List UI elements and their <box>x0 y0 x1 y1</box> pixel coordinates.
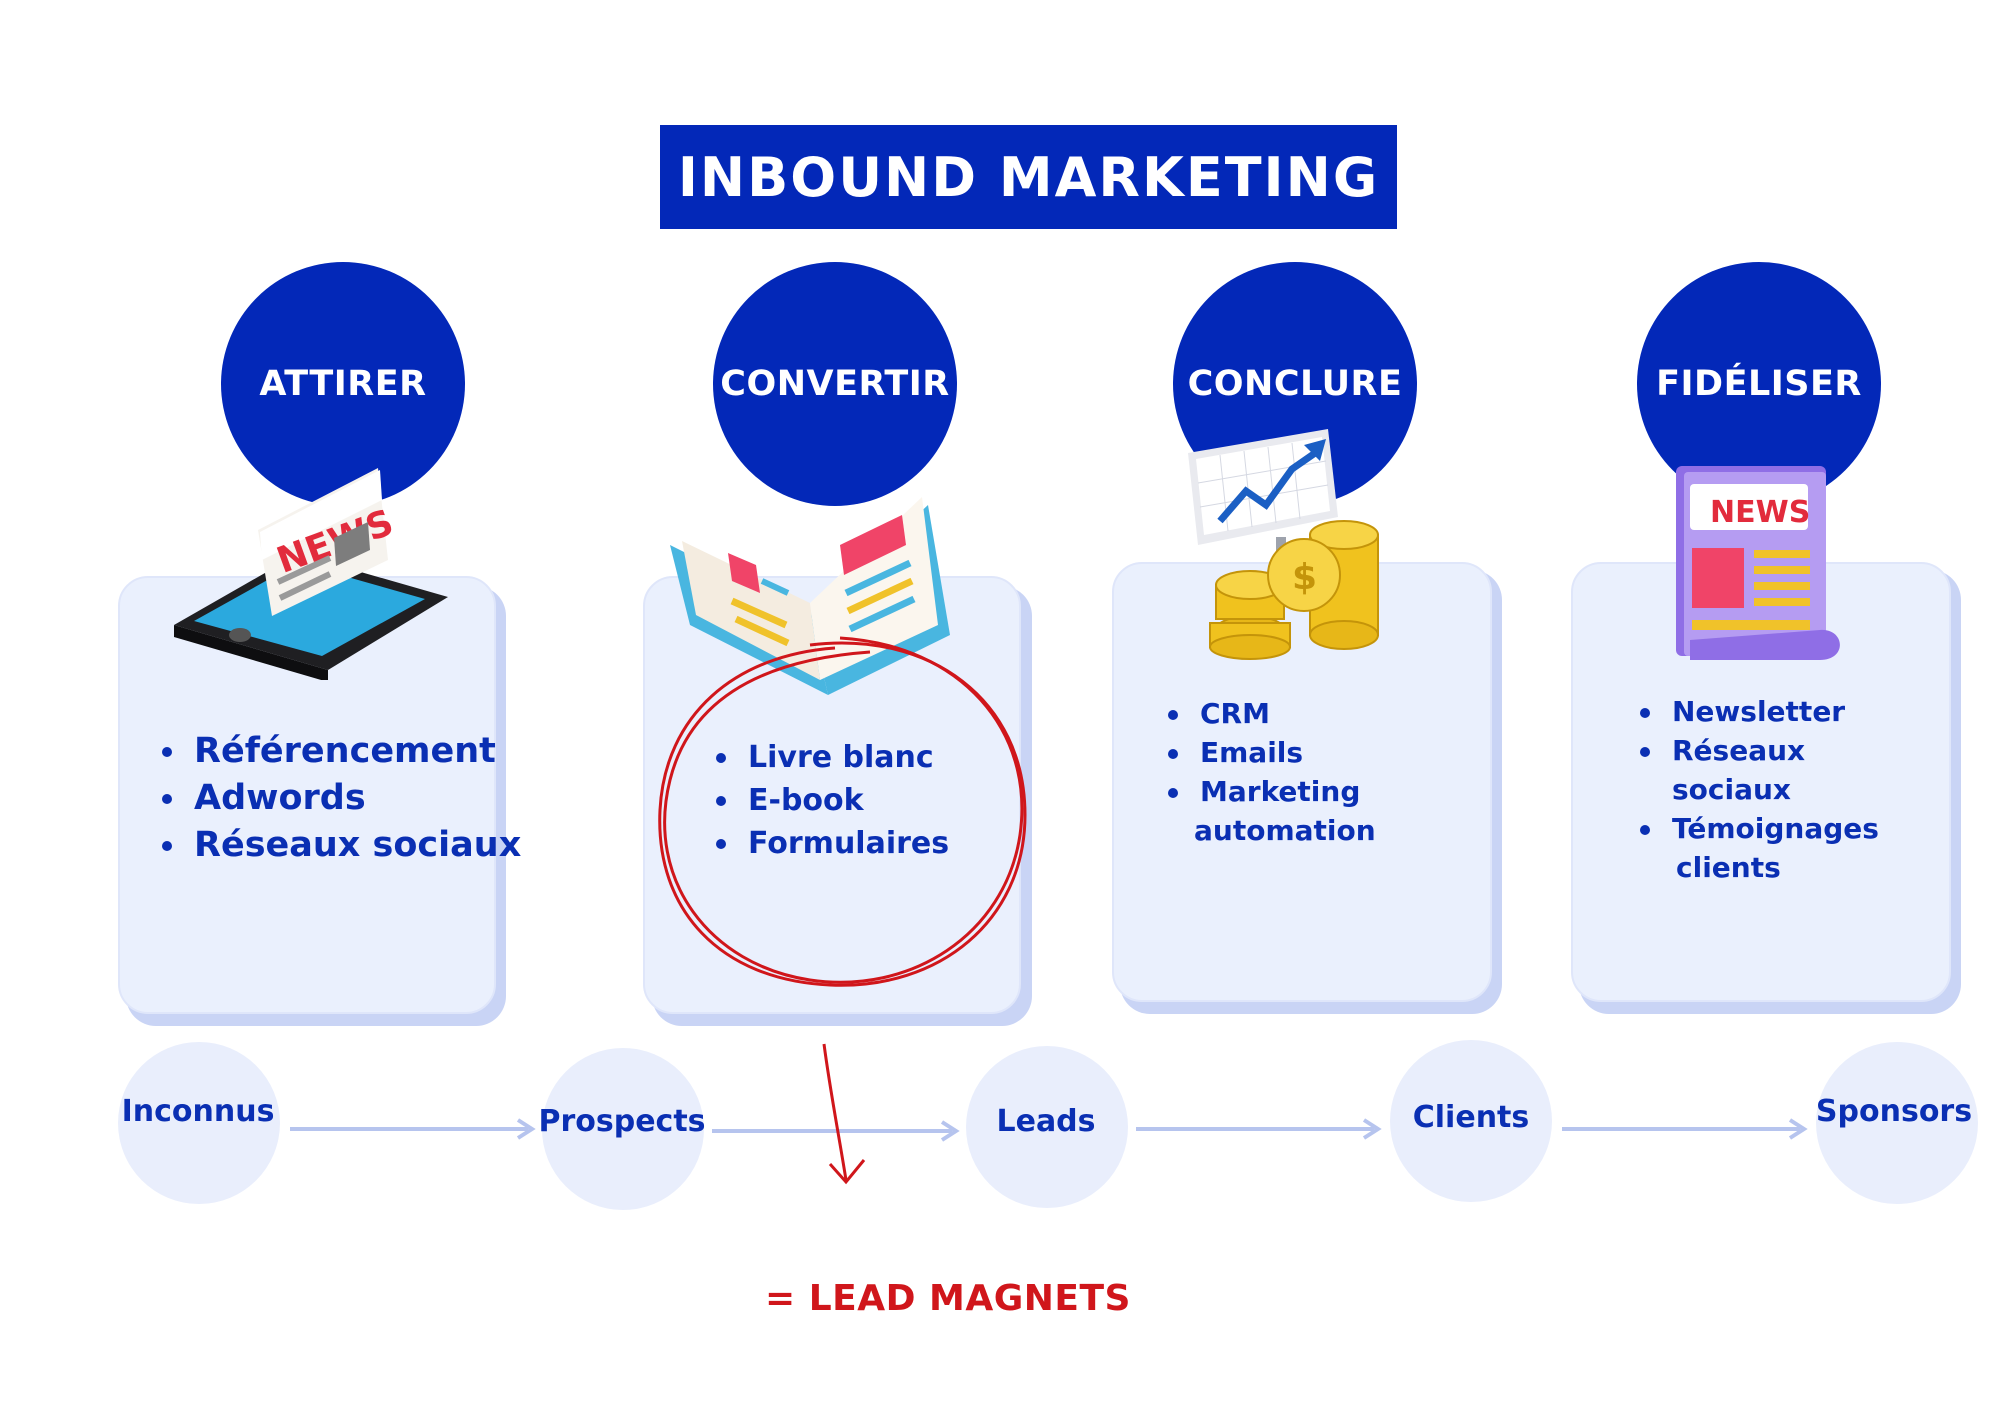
list-item: Réseaux sociaux <box>158 822 521 869</box>
list-item-continued: sociaux <box>1672 773 1791 806</box>
audience-circle-sponsors <box>1816 1042 1978 1204</box>
list-conclure: CRM Emails Marketing automation <box>1164 694 1376 850</box>
page-title: INBOUND MARKETING <box>677 145 1380 209</box>
stage-label-fideliser: FIDÉLISER <box>1656 364 1862 404</box>
highlight-circle-annotation <box>658 636 1027 987</box>
card-conclure <box>1112 562 1492 1002</box>
chart-coins-icon: $ <box>1188 429 1379 660</box>
stage-label-conclure: CONCLURE <box>1187 364 1403 404</box>
list-item: Newsletter <box>1636 692 1879 731</box>
list-item-continued: automation <box>1194 814 1376 847</box>
audience-circle-leads <box>966 1046 1128 1208</box>
list-item: CRM <box>1164 694 1376 733</box>
list-item: Livre blanc <box>712 736 949 779</box>
list-item: Formulaires <box>712 822 949 865</box>
stage-label-attirer: ATTIRER <box>259 364 427 404</box>
list-item: Réseaux <box>1636 731 1879 770</box>
coin-dollar-text: $ <box>1292 557 1317 598</box>
audience-circle-prospects <box>542 1048 704 1210</box>
open-book-icon <box>670 497 950 695</box>
list-item: Emails <box>1164 733 1376 772</box>
phone-news-icon: NEWS <box>174 468 448 680</box>
audience-label-prospects: Prospects <box>538 1104 706 1139</box>
list-fideliser: Newsletter Réseaux sociaux Témoignages c… <box>1636 692 1879 887</box>
list-item: Référencement <box>158 728 521 775</box>
stage-circle-fideliser: FIDÉLISER <box>1637 262 1881 506</box>
audience-label-clients: Clients <box>1412 1100 1530 1135</box>
audience-label-sponsors: Sponsors <box>1815 1094 1973 1129</box>
audience-label-leads: Leads <box>996 1104 1096 1139</box>
newsletter-icon: NEWS <box>1676 466 1840 660</box>
red-arrow-annotation <box>822 1043 866 1185</box>
list-item: E-book <box>712 779 949 822</box>
news-text-paper: NEWS <box>1710 495 1810 530</box>
list-convertir: Livre blanc E-book Formulaires <box>712 736 949 865</box>
stage-label-convertir: CONVERTIR <box>720 364 950 404</box>
audience-circle-inconnus <box>118 1042 280 1204</box>
list-attirer: Référencement Adwords Réseaux sociaux <box>158 728 521 869</box>
list-item-continued: clients <box>1676 851 1781 884</box>
audience-circle-clients <box>1390 1040 1552 1202</box>
list-item: Adwords <box>158 775 521 822</box>
flow-arrows <box>290 1118 1808 1142</box>
list-item: Marketing <box>1164 772 1376 811</box>
list-item: Témoignages <box>1636 809 1879 848</box>
stage-circle-attirer: ATTIRER <box>221 262 465 506</box>
stage-circle-convertir: CONVERTIR <box>713 262 957 506</box>
audience-label-inconnus: Inconnus <box>121 1094 275 1129</box>
lead-magnets-label: = LEAD MAGNETS <box>765 1278 1131 1319</box>
title-banner: INBOUND MARKETING <box>660 125 1397 229</box>
